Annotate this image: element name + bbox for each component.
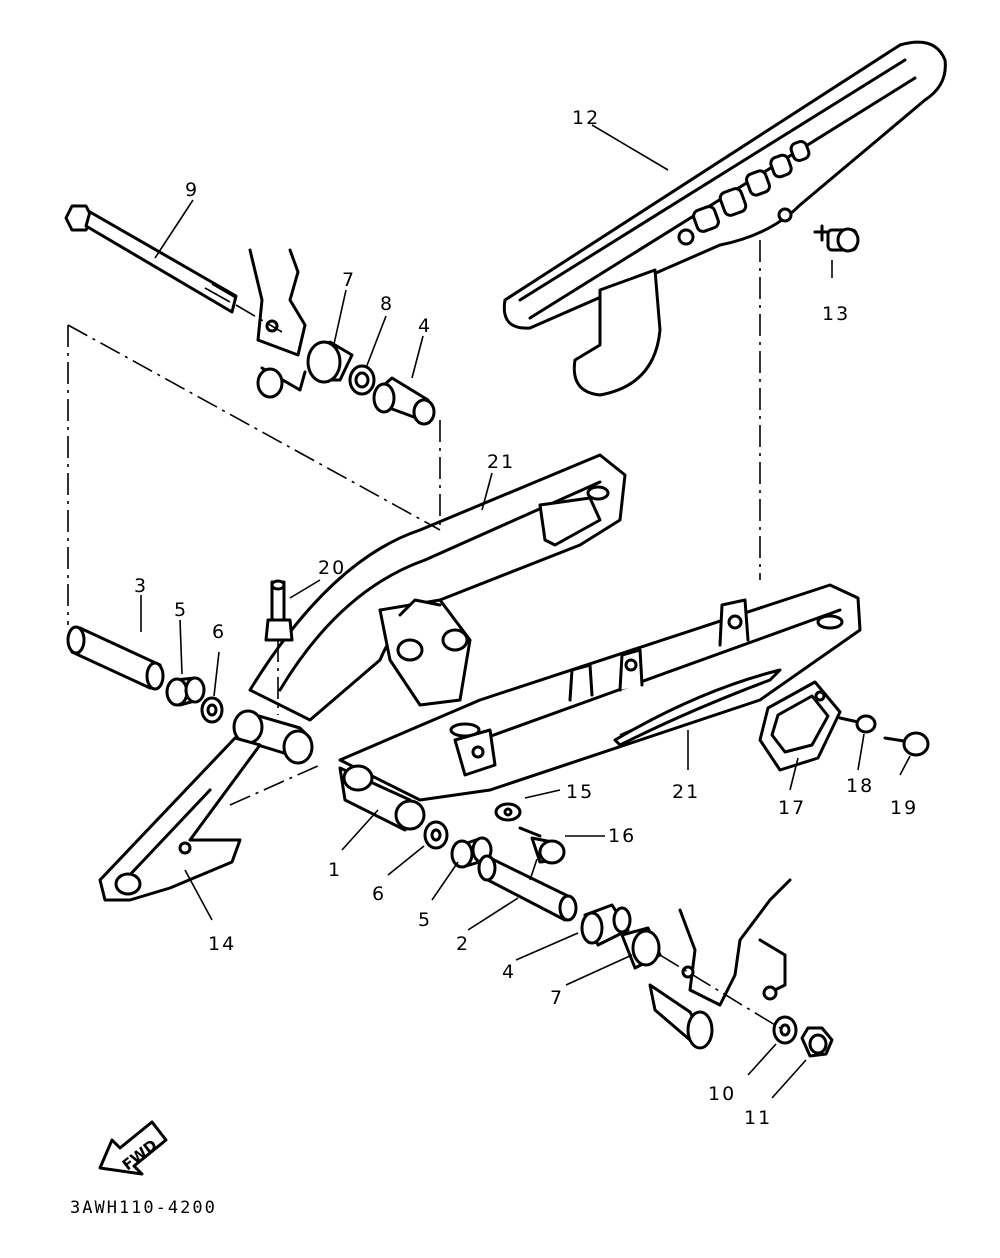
part-bolt-19 (883, 731, 930, 757)
part-grease-nipple (264, 579, 294, 642)
part-bushing-5-left (165, 676, 206, 707)
part-washer-6-left (200, 696, 224, 724)
part-washer-6-right (423, 820, 449, 850)
leader-lines (140, 124, 911, 1099)
callout-19: 19 (890, 797, 918, 819)
callout-17: 17 (778, 797, 806, 819)
callout-9: 9 (185, 179, 199, 201)
callout-18: 18 (846, 775, 874, 797)
callout-16: 16 (608, 825, 636, 847)
callout-15: 15 (566, 781, 594, 803)
part-frame-bracket-bottom (648, 878, 792, 1050)
part-collar-2 (477, 854, 578, 922)
callout-14: 14 (208, 933, 236, 955)
drawing-code: 3AWH110-4200 (70, 1198, 217, 1218)
part-chain-case (502, 40, 947, 397)
callout-7-right: 7 (550, 987, 564, 1009)
callout-11: 11 (744, 1107, 772, 1129)
callout-5-right: 5 (418, 909, 432, 931)
callout-20: 20 (318, 557, 346, 579)
part-washer-15 (494, 802, 522, 822)
forward-arrow-icon: FWD (98, 1120, 168, 1176)
callout-2: 2 (456, 933, 470, 955)
callout-6-right: 6 (372, 883, 386, 905)
callout-1: 1 (328, 859, 342, 881)
part-swingarm (232, 453, 862, 832)
callout-3: 3 (134, 575, 148, 597)
part-nut-11 (800, 1026, 834, 1058)
part-screw-18 (838, 714, 877, 734)
assembly-lines (67, 240, 781, 1029)
callout-13: 13 (822, 303, 850, 325)
callout-labels: 12 13 9 7 8 4 21 20 3 5 6 14 1 6 5 2 4 7… (134, 107, 918, 1129)
part-bushing-4-top (372, 376, 436, 426)
callout-4-top: 4 (418, 315, 432, 337)
part-bolt-16 (518, 826, 566, 865)
part-chain-slider (98, 736, 262, 902)
callout-7-top: 7 (342, 269, 356, 291)
part-collar-3 (66, 625, 165, 691)
part-washer-10 (772, 1015, 798, 1045)
callout-21-bottom: 21 (672, 781, 700, 803)
callout-10: 10 (708, 1083, 736, 1105)
callout-5-left: 5 (174, 599, 188, 621)
callout-12: 12 (572, 107, 600, 129)
part-collar-7-right (620, 926, 662, 970)
part-frame-bracket-top (248, 248, 307, 399)
part-collar-7-top (306, 340, 354, 384)
callout-6-left: 6 (212, 621, 226, 643)
callout-4-right: 4 (502, 961, 516, 983)
callout-21-top: 21 (487, 451, 515, 473)
part-seal-8 (348, 364, 376, 396)
part-pivot-shaft (64, 204, 238, 314)
part-bushing-4-right (580, 903, 632, 947)
part-plate-17 (758, 680, 842, 772)
part-bolt-13 (813, 224, 860, 253)
callout-8: 8 (380, 293, 394, 315)
